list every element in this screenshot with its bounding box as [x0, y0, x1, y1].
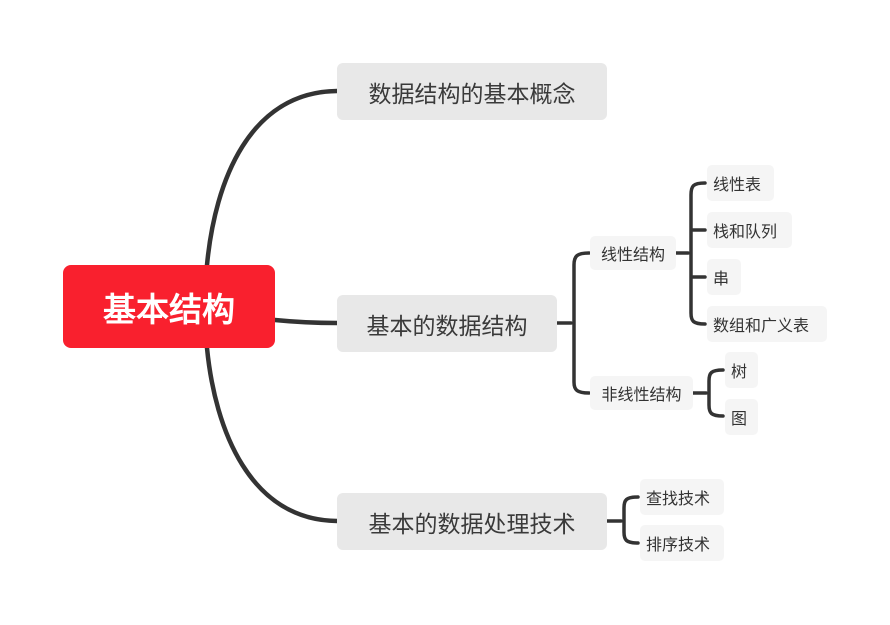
connector-root-processing [204, 345, 340, 524]
connector-root-structures [272, 317, 340, 326]
branch-data-processing[interactable]: 基本的数据处理技术 [337, 493, 607, 550]
leaf-tree[interactable]: 树 [725, 352, 758, 388]
root-node[interactable]: 基本结构 [63, 265, 275, 348]
connector-nonlinear-bracket [691, 368, 725, 418]
leaf-string[interactable]: 串 [707, 259, 741, 295]
branch-basic-concepts[interactable]: 数据结构的基本概念 [337, 63, 607, 120]
leaf-linear-list[interactable]: 线性表 [707, 165, 774, 201]
connector-structures-bracket [555, 251, 591, 395]
leaf-array-generalized-list[interactable]: 数组和广义表 [707, 306, 827, 342]
node-nonlinear-structure[interactable]: 非线性结构 [590, 376, 693, 410]
leaf-search-technique[interactable]: 查找技术 [640, 479, 724, 515]
leaf-graph[interactable]: 图 [725, 399, 758, 435]
branch-basic-data-structures[interactable]: 基本的数据结构 [337, 295, 557, 352]
leaf-stack-queue[interactable]: 栈和队列 [707, 212, 792, 248]
connector-root-concept [204, 88, 340, 268]
leaf-sort-technique[interactable]: 排序技术 [640, 525, 724, 561]
node-linear-structure[interactable]: 线性结构 [590, 236, 676, 270]
connector-processing-bracket [605, 495, 640, 545]
connector-linear-bracket [674, 181, 707, 326]
